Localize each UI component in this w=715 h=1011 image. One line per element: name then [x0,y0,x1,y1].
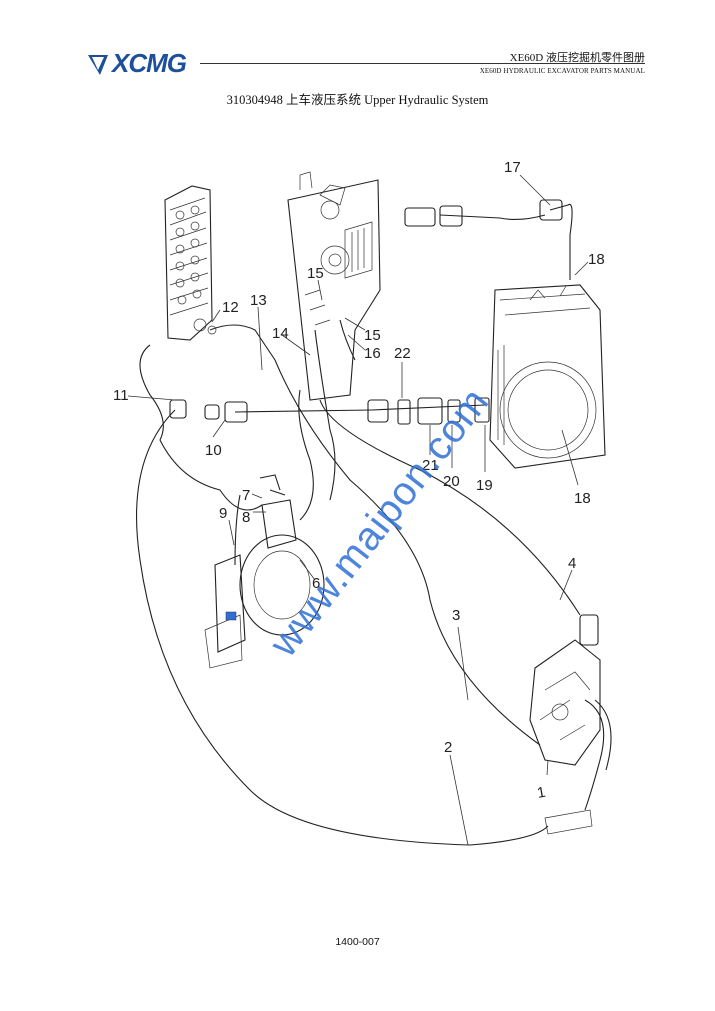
control-valve-block [164,185,217,341]
hoses [135,199,599,846]
callout-8: 8 [242,509,250,526]
page-title: 310304948 上车液压系统 Upper Hydraulic System [226,93,489,107]
callout-22: 22 [394,345,411,362]
callout-13: 13 [250,292,267,309]
callout-2: 2 [444,739,452,756]
callout-10: 10 [205,442,222,459]
callout-15b: 15 [364,327,381,344]
hydraulic-tank [287,171,381,401]
callout-18b: 18 [574,490,591,507]
callout-1: 1 [536,784,547,802]
header-title-cn: XE60D 液压挖掘机零件图册 [509,52,645,64]
header-title-en: XE60D HYDRAULIC EXCAVATOR PARTS MANUAL [479,67,645,75]
callout-9: 9 [219,505,227,522]
brand-name: XCMG [112,48,187,78]
main-pump [529,639,612,835]
callout-3: 3 [452,607,460,624]
callout-20: 20 [443,473,460,490]
callout-labels: 1 2 3 4 6 7 8 9 10 11 12 13 14 [113,159,605,846]
callout-14: 14 [272,325,289,342]
callout-6: 6 [312,575,320,592]
page-number: 1400-007 [335,936,380,948]
callout-4: 4 [568,555,576,572]
callout-16: 16 [364,345,381,362]
callout-7: 7 [242,487,250,504]
header-rule [200,63,645,64]
xcmg-logo-icon [88,55,108,75]
callout-17: 17 [504,159,521,176]
callout-19: 19 [476,477,493,494]
callout-18a: 18 [588,251,605,268]
callout-15a: 15 [307,265,324,282]
callout-21: 21 [422,457,439,474]
oil-cooler [489,284,606,469]
callout-12: 12 [222,299,239,316]
callout-11: 11 [113,387,129,404]
swing-motor [204,499,325,669]
